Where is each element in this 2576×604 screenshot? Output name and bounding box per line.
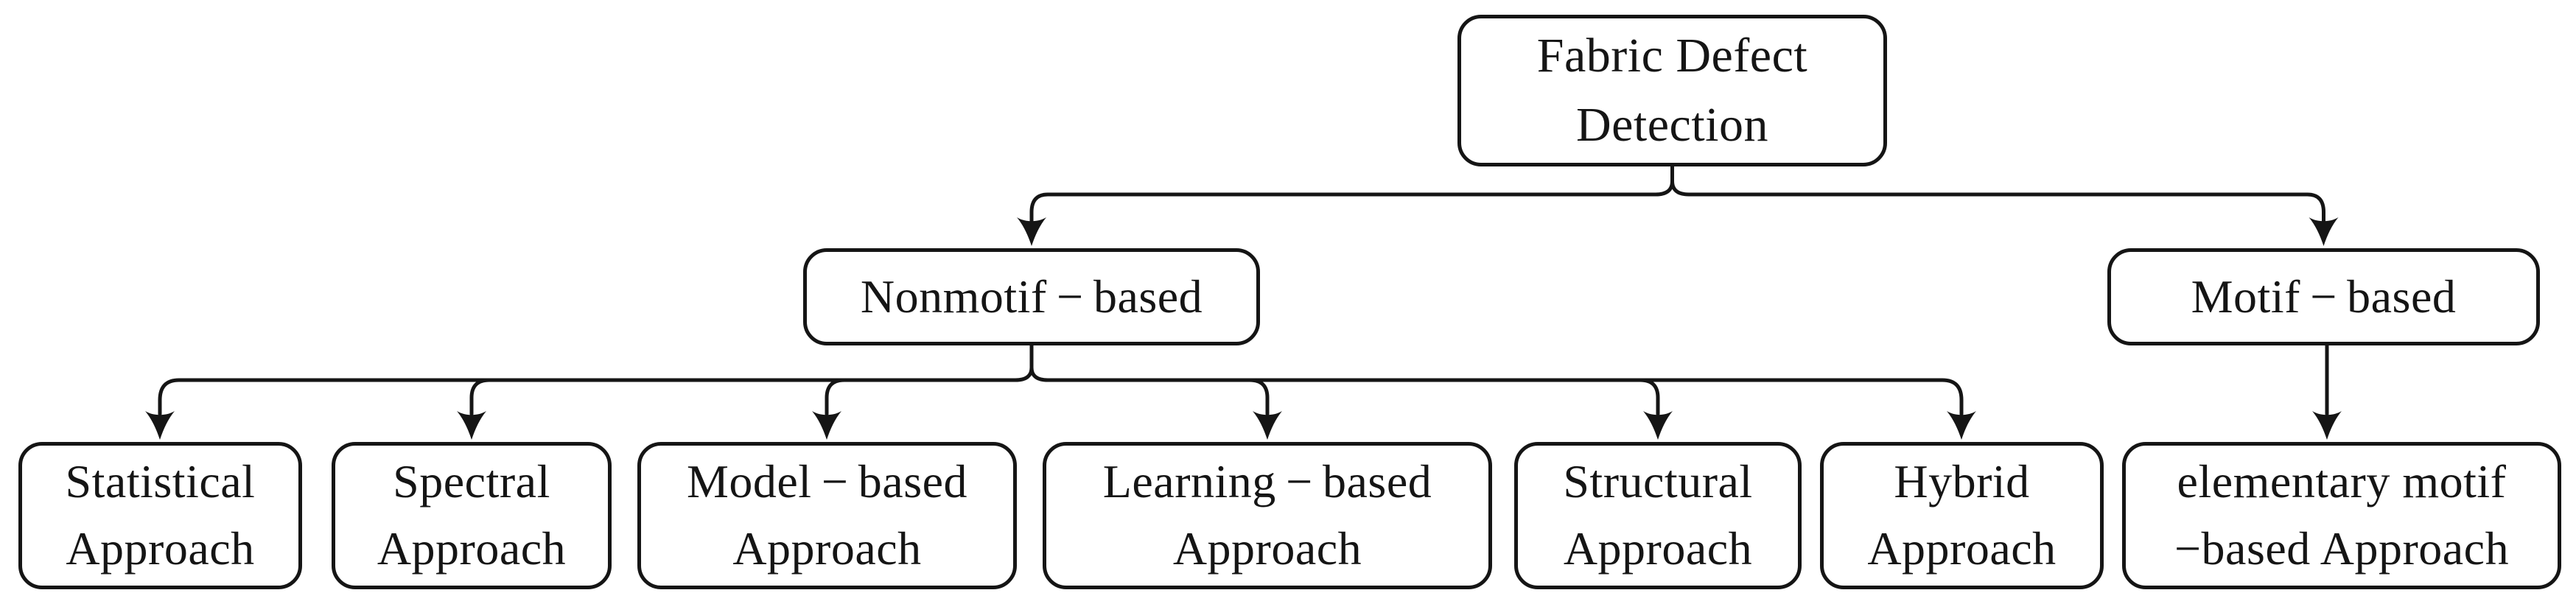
- arrowhead-to-elementary-icon: [2312, 411, 2342, 440]
- arrowhead-to-hybrid-icon: [1947, 411, 1976, 440]
- node-elementary-motif-based-approach: elementary motif −based Approach: [2122, 442, 2561, 589]
- node-label: Model − based Approach: [686, 455, 968, 575]
- arrowhead-to-model-icon: [812, 411, 841, 440]
- node-label: Fabric Defect Detection: [1536, 29, 1808, 152]
- arrowhead-to-structural-icon: [1643, 411, 1673, 440]
- connector-motif-arrow: [2312, 343, 2342, 440]
- node-label: Motif − based: [2191, 270, 2457, 323]
- node-nonmotif-based: Nonmotif − based: [803, 248, 1260, 345]
- node-model-based-approach: Model − based Approach: [637, 442, 1017, 589]
- node-label: elementary motif −based Approach: [2174, 455, 2510, 575]
- node-label: Statistical Approach: [65, 455, 256, 575]
- node-label: Structural Approach: [1563, 455, 1753, 575]
- node-label: Learning − based Approach: [1102, 455, 1432, 575]
- arrowhead-to-statistical-icon: [145, 411, 175, 440]
- node-learning-based-approach: Learning − based Approach: [1043, 442, 1492, 589]
- arrowhead-to-spectral-icon: [457, 411, 486, 440]
- arrowhead-to-nonmotif-icon: [1017, 217, 1046, 246]
- node-hybrid-approach: Hybrid Approach: [1820, 442, 2104, 589]
- node-label: Spectral Approach: [377, 455, 567, 575]
- node-statistical-approach: Statistical Approach: [18, 442, 302, 589]
- node-motif-based: Motif − based: [2107, 248, 2540, 345]
- connector-root-branch: [1017, 164, 2339, 246]
- node-label: Nonmotif − based: [860, 270, 1203, 323]
- connector-nonmotif-branch: [145, 343, 1976, 440]
- node-fabric-defect-detection: Fabric Defect Detection: [1457, 15, 1887, 166]
- node-label: Hybrid Approach: [1867, 455, 2057, 575]
- arrowhead-to-motif-icon: [2309, 217, 2339, 246]
- node-spectral-approach: Spectral Approach: [332, 442, 612, 589]
- node-structural-approach: Structural Approach: [1514, 442, 1802, 589]
- arrowhead-to-learning-icon: [1253, 411, 1282, 440]
